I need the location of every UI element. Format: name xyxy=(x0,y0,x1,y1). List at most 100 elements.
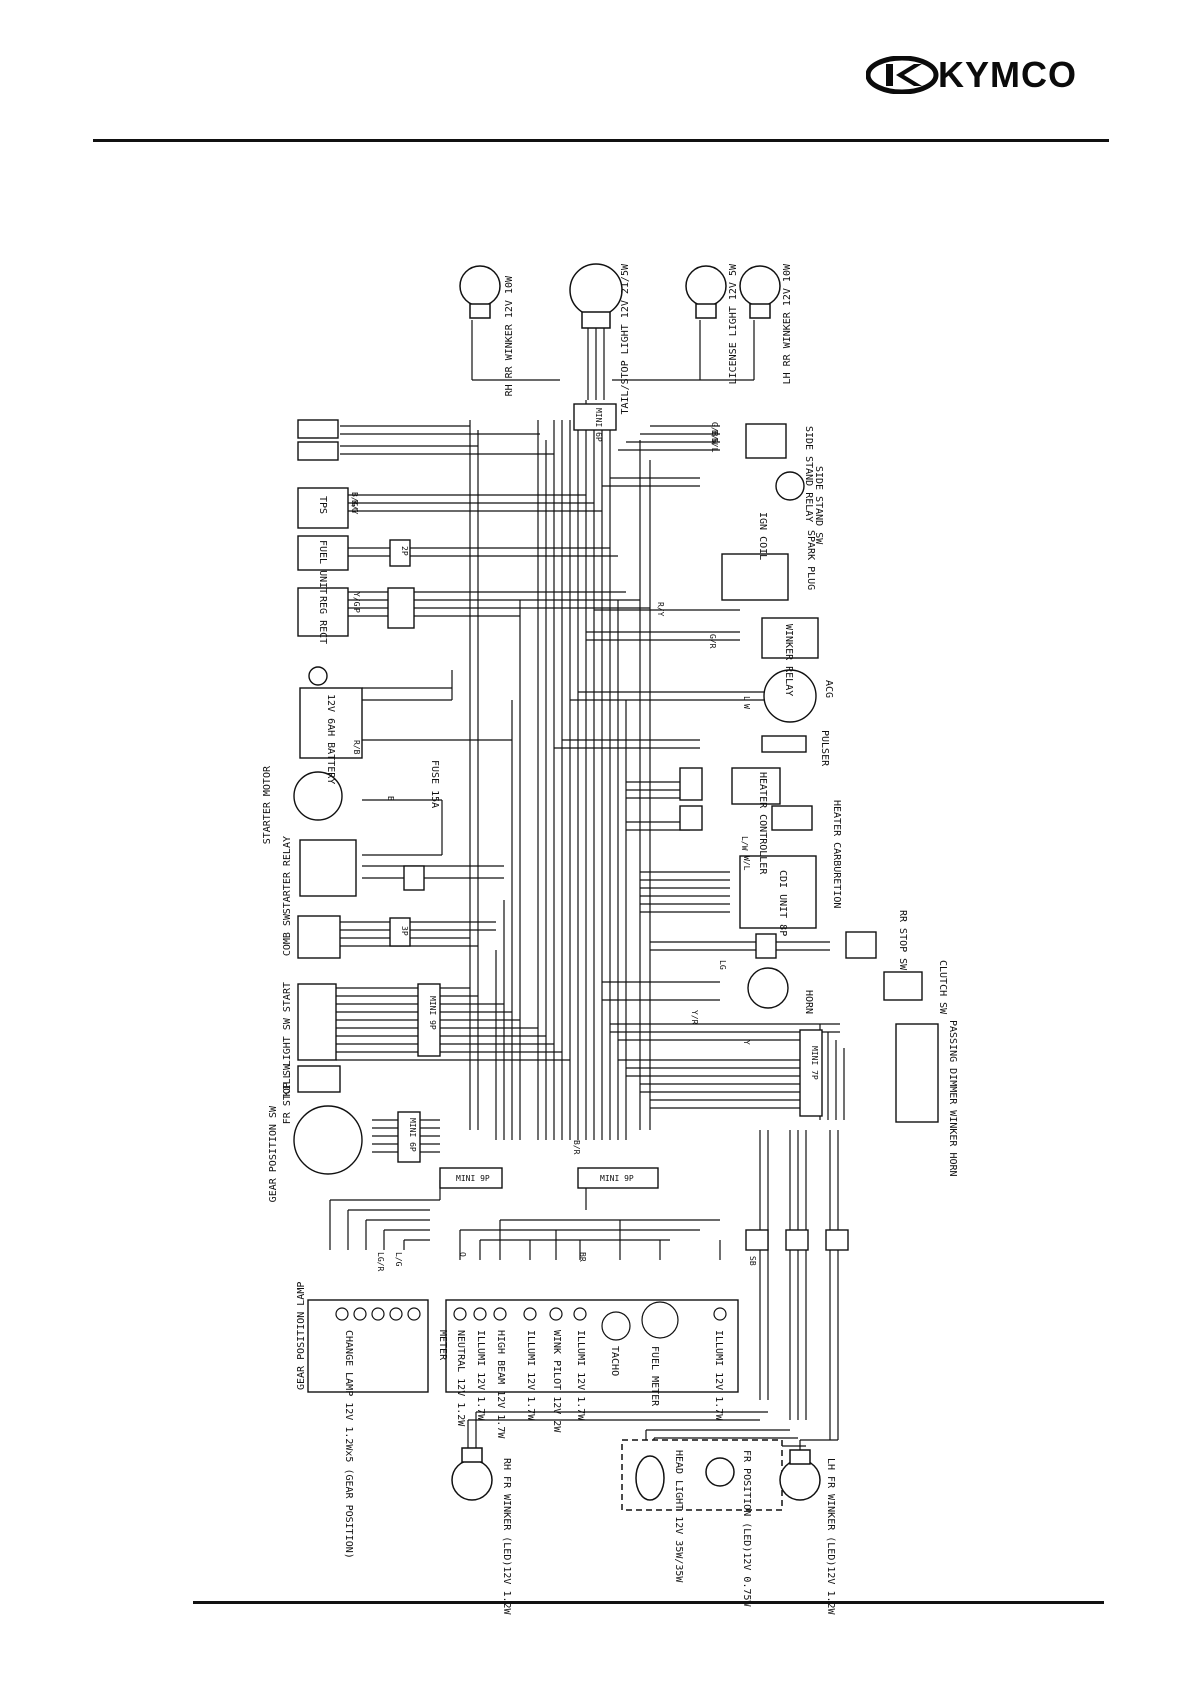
wire-code: R/Y xyxy=(656,602,665,617)
mini-9p-bottom-left-connector xyxy=(439,1167,503,1189)
label-lh-fr-winker: LH FR WINKER (LED)12V 1.2W xyxy=(825,1458,836,1616)
label-tps: TPS xyxy=(317,496,328,514)
lh-rr-winker-bulb xyxy=(739,265,781,319)
rh-rr-winker-bulb xyxy=(459,265,501,319)
wire-code: B/W xyxy=(710,430,719,445)
kymco-logo-icon xyxy=(866,56,939,94)
fr-stop-sw-box xyxy=(297,1065,341,1093)
wire-code: O xyxy=(458,1252,467,1257)
label-mini-9p-bottom-mid: MINI 9P xyxy=(600,1174,634,1183)
mini-9p-left-connector xyxy=(417,983,441,1057)
heater-controller-box xyxy=(731,767,781,805)
label-meter: METER xyxy=(437,1330,448,1361)
mini-9p-bottom-mid-connector xyxy=(577,1167,659,1189)
comb-sw-box xyxy=(297,915,341,959)
gear-position-sw-icon xyxy=(293,1105,363,1175)
label-passing-dimmer-winker: PASSING DIMMER WINKER HORN xyxy=(947,1020,958,1177)
label-horn: HORN xyxy=(803,990,814,1014)
label-reg-rect: REG RECT xyxy=(317,596,328,644)
reg-rect-box xyxy=(297,587,349,637)
label-lh-rr-winker: LH RR WINKER 12V 10W xyxy=(782,263,793,384)
pulser-box xyxy=(761,735,807,753)
label-illumi-3: ILLUMI 12V 1.7W xyxy=(575,1330,586,1421)
tacho-gauge-icon xyxy=(601,1311,631,1341)
wire-code: L/G xyxy=(394,1252,403,1267)
wire-code: Y/R xyxy=(690,1010,699,1025)
clutch-sw-box xyxy=(883,971,923,1001)
wire-code: LG xyxy=(718,960,727,970)
winker-conn-c xyxy=(825,1229,849,1251)
label-starter-motor: STARTER MOTOR xyxy=(262,765,273,844)
mini-6p-top-connector xyxy=(573,403,617,431)
mini-6p-left-connector xyxy=(397,1111,421,1163)
top-left-switch-a xyxy=(297,419,339,439)
wire-code: Y/G xyxy=(352,592,361,607)
label-illumi-2: ILLUMI 12V 1.7W xyxy=(525,1330,536,1421)
label-high-beam: HIGH BEAM 12V 1.7W xyxy=(495,1330,506,1439)
wire-code: L xyxy=(742,696,751,701)
wire-code: R/B xyxy=(352,740,361,755)
label-comb-sw: COMB SW xyxy=(282,913,293,956)
gear-position-lamp-box xyxy=(307,1299,429,1393)
fr-position-bulb xyxy=(705,1457,735,1487)
winker-conn-b xyxy=(785,1229,809,1251)
label-wink-pilot: WINK PILOT 12V 2W xyxy=(551,1330,562,1433)
ign-coil-box xyxy=(721,553,789,601)
wire-code: B/Y xyxy=(350,500,359,515)
label-tacho: TACHO xyxy=(609,1346,620,1376)
label-starter-relay: STARTER RELAY xyxy=(282,836,293,914)
cdi-unit-box xyxy=(739,855,817,929)
wire-code: LG/R xyxy=(376,1252,385,1271)
brand-name: KYMCO xyxy=(938,54,1077,95)
starter-motor-icon xyxy=(293,771,343,821)
label-illumi-4: ILLUMI 12V 1.7W xyxy=(713,1330,724,1421)
rr-stop-sw-box xyxy=(845,931,877,959)
label-gear-position-lamp: GEAR POSITION LAMP xyxy=(296,1282,307,1390)
label-winker-relay: WINKER RELAY xyxy=(783,624,794,696)
wire-code: B/G xyxy=(350,492,359,507)
label-gear-position-sw: GEAR POSITION SW xyxy=(268,1105,279,1202)
label-kill-light-start: KILL LIGHT SW START xyxy=(282,982,293,1096)
label-fuel-meter: FUEL METER xyxy=(649,1346,660,1407)
fuel-2p-connector xyxy=(389,539,411,567)
fuel-unit-box xyxy=(297,535,349,571)
wire-code: BR xyxy=(578,1252,587,1262)
label-mini-9p-left: MINI 9P xyxy=(428,996,437,1030)
label-3p-comb: 3P xyxy=(400,926,409,936)
wire-code: W xyxy=(742,704,751,709)
kill-light-start-sw-box xyxy=(297,983,337,1061)
winker-conn-a xyxy=(745,1229,769,1251)
side-stand-relay-box xyxy=(745,423,787,459)
winker-relay-box xyxy=(761,617,819,659)
header-divider xyxy=(93,139,1109,142)
label-fuse: FUSE 15A xyxy=(429,760,440,808)
passing-dimmer-winker-box xyxy=(895,1023,939,1123)
starter-relay-box xyxy=(299,839,357,897)
head-light-bulb xyxy=(635,1455,665,1501)
acg-circle xyxy=(763,669,817,723)
side-stand-sw-icon xyxy=(775,471,805,501)
label-clutch-sw: CLUTCH SW xyxy=(937,960,948,1015)
battery-box xyxy=(299,687,363,759)
wire-code: Y xyxy=(742,1040,751,1045)
lh-fr-winker-bulb xyxy=(779,1449,821,1501)
label-fr-position: FR POSITION (LED)12V 0.75W xyxy=(741,1450,752,1608)
label-neutral: NEUTRAL 12V 1.2W xyxy=(455,1330,466,1427)
label-illumi-1: ILLUMI 12V 1.7W xyxy=(475,1330,486,1421)
fuel-meter-gauge-icon xyxy=(641,1301,679,1339)
label-2p-fuel: 2P xyxy=(400,546,409,556)
tps-box xyxy=(297,487,349,529)
label-side-stand-sw: SIDE STAND SW xyxy=(813,466,824,545)
label-mini-9p-bottom-left: MINI 9P xyxy=(456,1174,490,1183)
wire-code: G/R xyxy=(708,634,717,649)
label-mini-7p-right: MINI 7P xyxy=(810,1046,819,1080)
label-heater-controller: HEATER CONTROLLER xyxy=(757,772,768,875)
label-cdi-unit: CDI UNIT 8P xyxy=(777,870,788,936)
label-acg: ACG xyxy=(823,680,834,698)
wire-code: L/W xyxy=(740,836,749,851)
label-ign-coil: IGN COIL xyxy=(757,512,768,560)
label-battery: 12V 6AH BATTERY xyxy=(325,694,336,784)
label-pulser: PULSER xyxy=(819,730,830,767)
wire-code: G xyxy=(350,508,359,513)
comb-3p-connector xyxy=(389,917,411,947)
